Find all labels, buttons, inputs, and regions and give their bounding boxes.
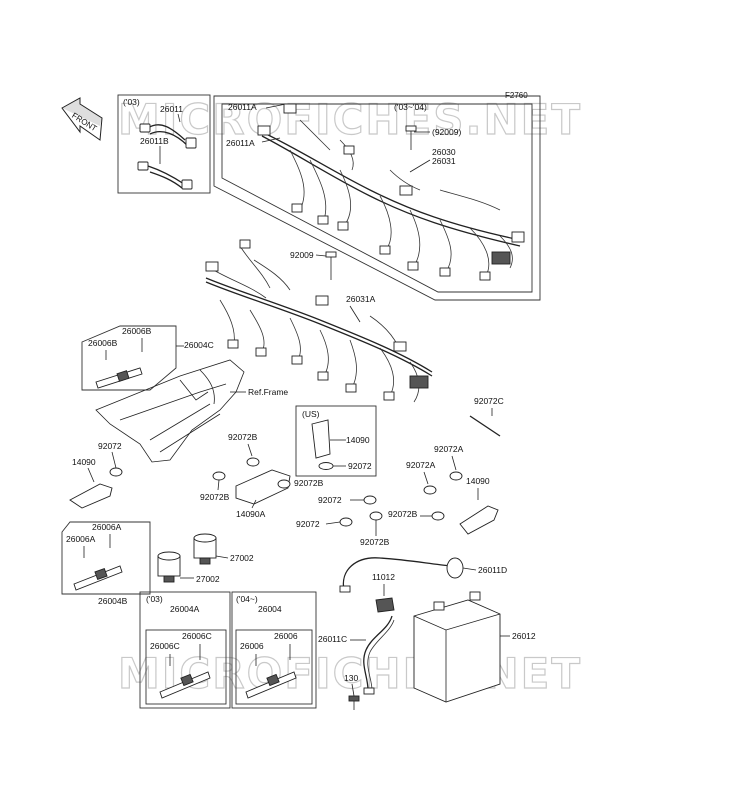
label-92009-b: 92009 <box>290 250 314 260</box>
label-26030: 26030 <box>432 147 456 157</box>
label-27002-b: 27002 <box>196 574 220 584</box>
label-26006C-2: 26006C <box>150 641 180 651</box>
label-26031A: 26031A <box>346 294 376 304</box>
box-26004C: 26006B 26006B 26004C <box>81 325 214 391</box>
box-26004B: 26006A 26006A 26004B <box>61 521 151 606</box>
label-26011B: 26011B <box>140 136 169 146</box>
label-26006B-2: 26006B <box>88 338 118 348</box>
label-92072B-c: 92072B <box>294 478 324 488</box>
label-26011D: 26011D <box>478 565 507 575</box>
label-14090-c: 14090 <box>466 476 490 486</box>
label-92072-b: 92072 <box>348 461 372 471</box>
label-26004A: 26004A <box>170 604 200 614</box>
box-harness-03-04: 26011A 26011A ('03~'04) (92009) 26030 26… <box>213 95 541 301</box>
group-right-bands: 92072A 92072A 14090 92072 92072 92072B 9… <box>296 444 499 547</box>
label-26006A-2: 26006A <box>66 534 96 544</box>
tie-92072C: 92072C <box>469 396 504 437</box>
label-92072-a: 92072 <box>98 441 122 451</box>
battery-group: 26011D 11012 26011C 130 26012 <box>318 557 536 710</box>
label-26011C: 26011C <box>318 634 347 644</box>
label-y04: ('04~) <box>236 594 258 604</box>
label-26004: 26004 <box>258 604 282 614</box>
harness-26031A: 92009 26031A <box>205 239 433 403</box>
label-26006B-1: 26006B <box>122 326 152 336</box>
box-26004-04: ('04~) 26004 26006 26006 <box>231 591 317 709</box>
label-14090A: 14090A <box>236 509 266 519</box>
label-26006-1: 26006 <box>274 631 298 641</box>
label-y03-a: ('03) <box>123 97 140 107</box>
label-26011: 26011 <box>160 104 183 114</box>
box-26004A-03: ('03) 26004A 26006C 26006C <box>139 591 231 709</box>
label-14090-a: 14090 <box>72 457 96 467</box>
label-92072A-2: 92072A <box>406 460 436 470</box>
label-26031: 26031 <box>432 156 456 166</box>
label-92072-d: 92072 <box>296 519 320 529</box>
box-us: (US) 14090 92072 <box>295 405 377 477</box>
group-left-lower: 92072 14090 92072B 92072B 92072B 14090A <box>69 432 324 519</box>
watermark-top: MICROFICHES.NET <box>118 95 582 144</box>
label-92072C: 92072C <box>474 396 504 406</box>
label-92072B-b: 92072B <box>200 492 230 502</box>
watermark-bottom: MICROFICHES.NET <box>118 649 582 698</box>
label-26006A-1: 26006A <box>92 522 122 532</box>
label-92072B-a: 92072B <box>228 432 258 442</box>
label-130: 130 <box>344 673 358 683</box>
diagram-id: F2760 <box>505 91 528 100</box>
label-ref-frame: Ref.Frame <box>248 387 288 397</box>
label-26004C: 26004C <box>184 340 214 350</box>
relays-27002: 27002 27002 <box>157 533 254 584</box>
label-92072B-d: 92072B <box>360 537 390 547</box>
label-26006-2: 26006 <box>240 641 264 651</box>
label-92072-c: 92072 <box>318 495 342 505</box>
label-26011A-1: 26011A <box>228 102 257 112</box>
label-26011A-2: 26011A <box>226 138 255 148</box>
label-92009-a: (92009) <box>432 127 461 137</box>
label-14090-b: 14090 <box>346 435 370 445</box>
label-11012: 11012 <box>372 572 395 582</box>
label-y03-04: ('03~'04) <box>394 102 427 112</box>
label-92072B-e: 92072B <box>388 509 418 519</box>
frame: Ref.Frame <box>95 359 288 463</box>
label-y03-b: ('03) <box>146 594 163 604</box>
label-us: (US) <box>302 409 320 419</box>
front-arrow-icon: FRONT <box>61 97 103 141</box>
label-92072A-1: 92072A <box>434 444 464 454</box>
label-26006C-1: 26006C <box>182 631 212 641</box>
label-27002-a: 27002 <box>230 553 254 563</box>
label-26004B: 26004B <box>98 596 128 606</box>
label-26012: 26012 <box>512 631 536 641</box>
box-26011-03: ('03) 26011 26011B <box>117 94 211 194</box>
